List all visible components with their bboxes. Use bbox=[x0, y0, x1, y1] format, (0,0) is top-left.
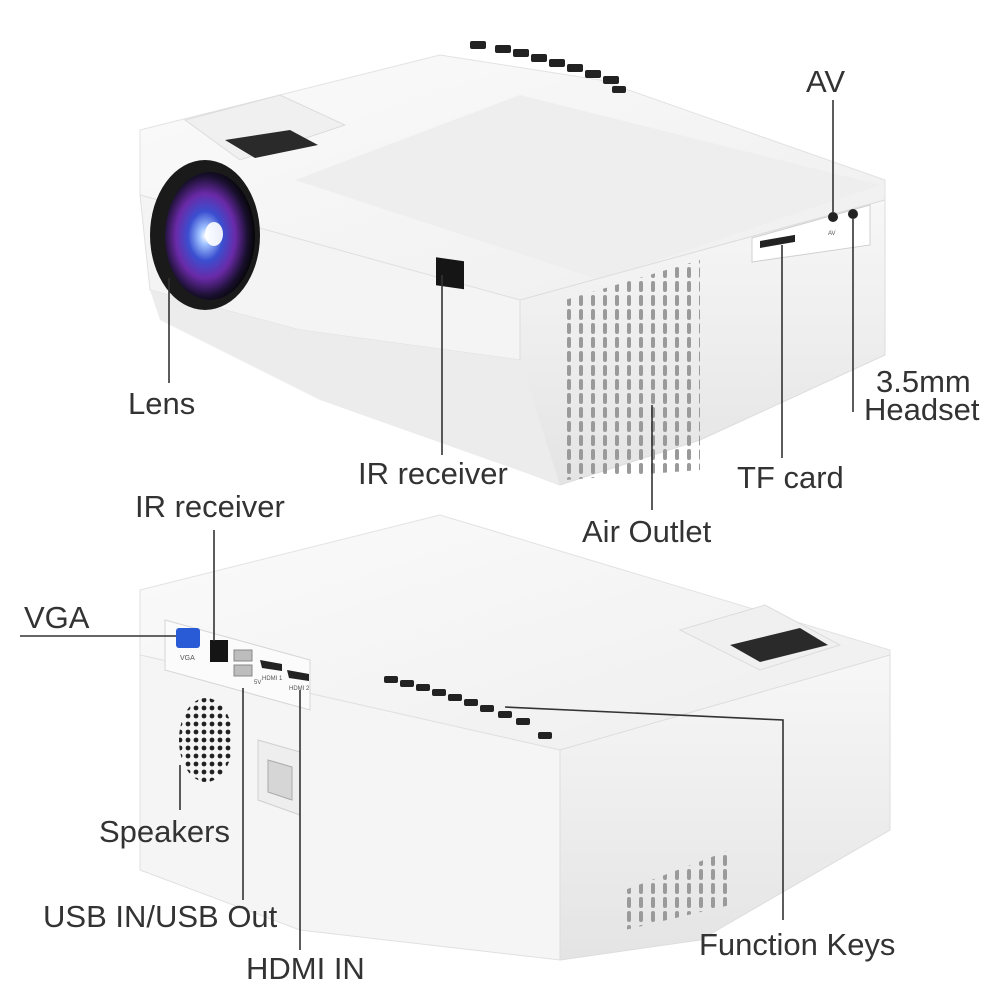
lens-label: Lens bbox=[128, 386, 196, 421]
headset-label-line1: 3.5mm bbox=[876, 364, 971, 399]
vga-port-marking: VGA bbox=[180, 655, 195, 662]
projector-front-view: AV bbox=[139, 41, 886, 486]
tf-card-slot bbox=[760, 234, 795, 248]
air-outlet-label: Air Outlet bbox=[582, 514, 712, 549]
headset-jack bbox=[848, 209, 858, 219]
ir-receiver-window bbox=[436, 257, 464, 290]
leader-lines bbox=[20, 100, 854, 950]
power-socket bbox=[267, 759, 293, 801]
av-jack bbox=[828, 212, 838, 222]
hdmi-1-marking: HDMI 1 bbox=[262, 676, 283, 682]
function-keys-leader-line bbox=[504, 706, 784, 920]
hdmi-port-2 bbox=[287, 670, 309, 681]
air-outlet-vents bbox=[565, 260, 700, 480]
usb-port-1 bbox=[233, 649, 253, 662]
headset-label-line2: Headset bbox=[864, 392, 980, 427]
top-function-keys bbox=[470, 41, 626, 93]
function-keys-label: Function Keys bbox=[699, 927, 896, 962]
speakers-label: Speakers bbox=[99, 814, 230, 849]
usb-port-2 bbox=[233, 664, 253, 677]
ir-receiver-label: IR receiver bbox=[358, 456, 508, 491]
rear-function-keys bbox=[384, 676, 552, 739]
vga-label: VGA bbox=[24, 600, 90, 635]
speaker-grille bbox=[179, 698, 233, 782]
projector-rear-view: VGA 5V HDMI 1 HDMI 2 bbox=[139, 514, 891, 961]
hdmi-2-marking: HDMI 2 bbox=[289, 686, 310, 692]
hdmi-port-1 bbox=[260, 660, 282, 671]
rear-ir-receiver-label: IR receiver bbox=[135, 489, 285, 524]
hdmi-in-label: HDMI IN bbox=[246, 951, 365, 986]
side-vents bbox=[625, 850, 730, 930]
rear-ir-receiver-window bbox=[210, 640, 228, 662]
usb-label: USB IN/USB Out bbox=[43, 899, 278, 934]
av-label: AV bbox=[806, 64, 846, 99]
av-jack-marking: AV bbox=[828, 231, 836, 237]
tf-card-label: TF card bbox=[737, 460, 844, 495]
usb-5v-marking: 5V bbox=[254, 680, 261, 686]
vga-port bbox=[176, 628, 200, 648]
